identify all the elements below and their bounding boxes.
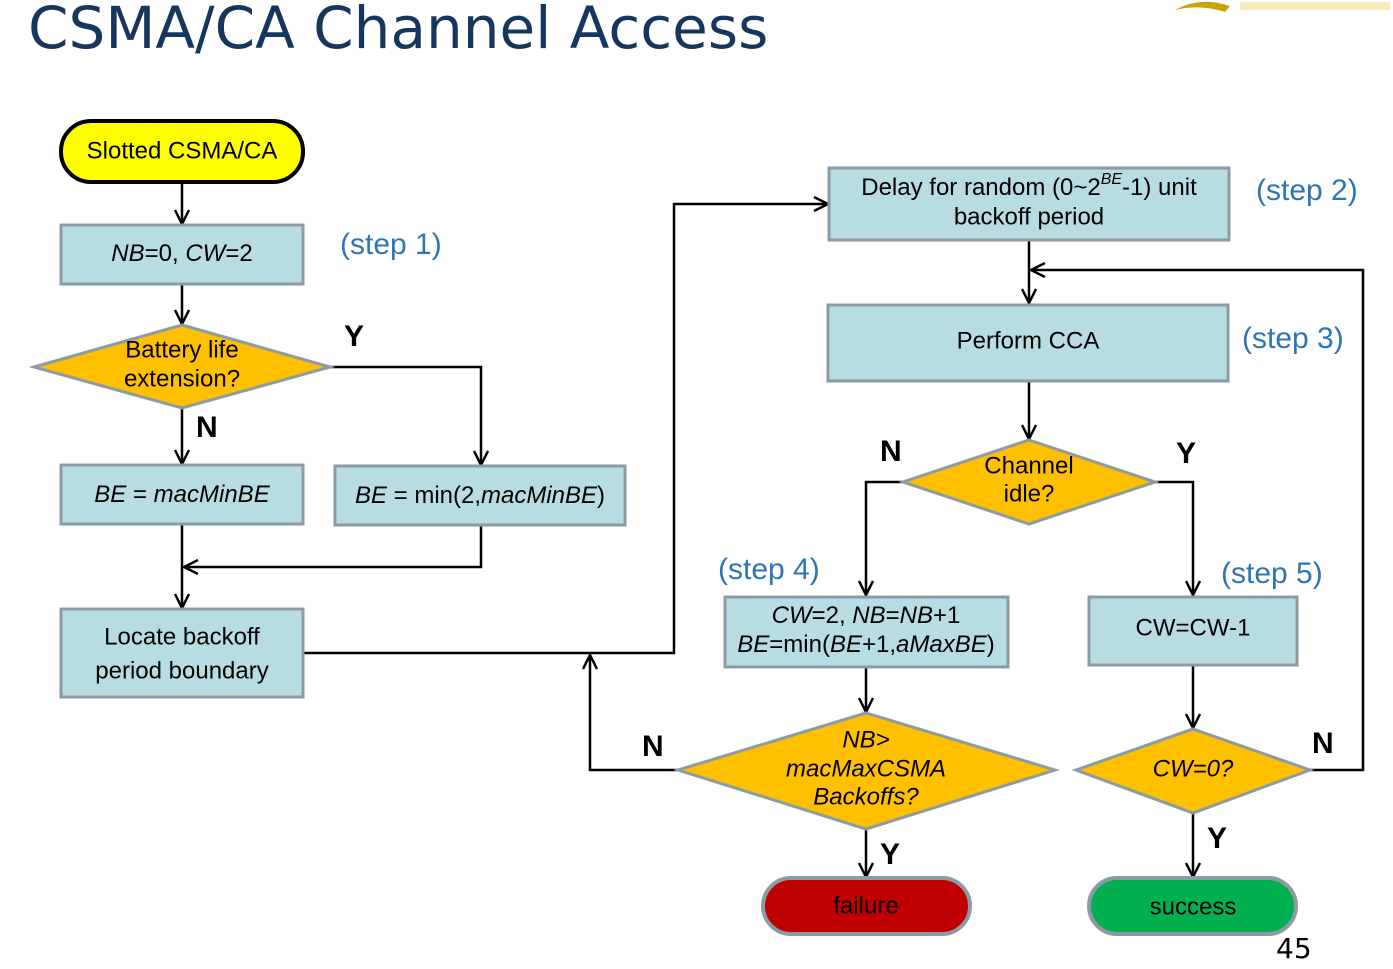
success-label: success [1150, 893, 1237, 920]
channel-label-line1: Channel [984, 452, 1073, 479]
delay-label-line1: Delay for random (0~2BE-1) unit [861, 171, 1197, 201]
cw-check-label: CW=0? [1153, 755, 1234, 782]
be-macminbe-box [59, 463, 305, 526]
step4-label-line2: BE=min(BE+1,aMaxBE) [737, 631, 994, 658]
init-label: NB=0, CW=2 [111, 240, 252, 267]
locate-label-line2: period boundary [95, 657, 268, 684]
nb-decision [672, 711, 1061, 831]
cca-label: Perform CCA [957, 327, 1100, 354]
nb-no-label: N [642, 730, 664, 763]
failure-terminator [761, 876, 972, 936]
battery-decision [28, 323, 336, 410]
logo-icon [1175, 1, 1390, 12]
success-terminator [1087, 876, 1298, 936]
battery-label-line2: extension? [124, 365, 240, 392]
arrow-battery-yes [330, 365, 481, 465]
cw-dec-label: CW=CW-1 [1136, 614, 1251, 641]
channel-no-label: N [880, 435, 902, 468]
cw-yes-label: Y [1207, 822, 1227, 855]
step4-box [723, 595, 1010, 669]
start-label: Slotted CSMA/CA [87, 137, 278, 164]
arrow-nb-no-to-loop [590, 655, 678, 772]
channel-yes-label: Y [1176, 437, 1196, 470]
arrow-cw-no-to-cca [1031, 270, 1365, 772]
step1-label: (step 1) [340, 228, 442, 261]
channel-label-line2: idle? [1004, 480, 1055, 507]
arrow-bemin2-merge [184, 526, 483, 567]
be-macminbe-label: BE = macMinBE [94, 481, 270, 508]
step2-label: (step 2) [1256, 174, 1358, 207]
be-min2-label: BE = min(2,macMinBE) [355, 482, 605, 509]
step3-label: (step 3) [1242, 322, 1344, 355]
nb-label-line2: macMaxCSMA [786, 755, 946, 782]
nb-yes-label: Y [880, 838, 900, 871]
failure-label: failure [833, 892, 898, 919]
battery-yes-label: Y [344, 320, 364, 353]
arrow-locate-to-delay [304, 204, 828, 655]
locate-box [59, 607, 305, 699]
channel-decision [898, 438, 1160, 526]
battery-no-label: N [196, 411, 218, 444]
arrow-channel-yes [1155, 480, 1193, 595]
cw-no-label: N [1312, 727, 1334, 760]
cw-dec-box [1087, 595, 1299, 667]
page-title: CSMA/CA Channel Access [28, 0, 769, 62]
be-min2-box [333, 464, 627, 527]
step4-label: (step 4) [718, 553, 820, 586]
nb-label-line1: NB> [842, 726, 889, 753]
step5-label: (step 5) [1221, 557, 1323, 590]
arrow-channel-no [866, 480, 903, 595]
init-box [59, 223, 305, 286]
cca-box [826, 303, 1230, 383]
delay-label-line2: backoff period [954, 203, 1104, 230]
start-terminator [59, 119, 305, 184]
cw-decision [1071, 727, 1315, 815]
locate-label-line1: Locate backoff [104, 623, 260, 650]
nb-label-line3: Backoffs? [813, 783, 919, 810]
connectors [182, 182, 1365, 877]
battery-label-line1: Battery life [125, 336, 238, 363]
delay-box [827, 166, 1231, 242]
page-number: 45 [1276, 932, 1312, 965]
step4-label-line1: CW=2, NB=NB+1 [772, 602, 961, 629]
